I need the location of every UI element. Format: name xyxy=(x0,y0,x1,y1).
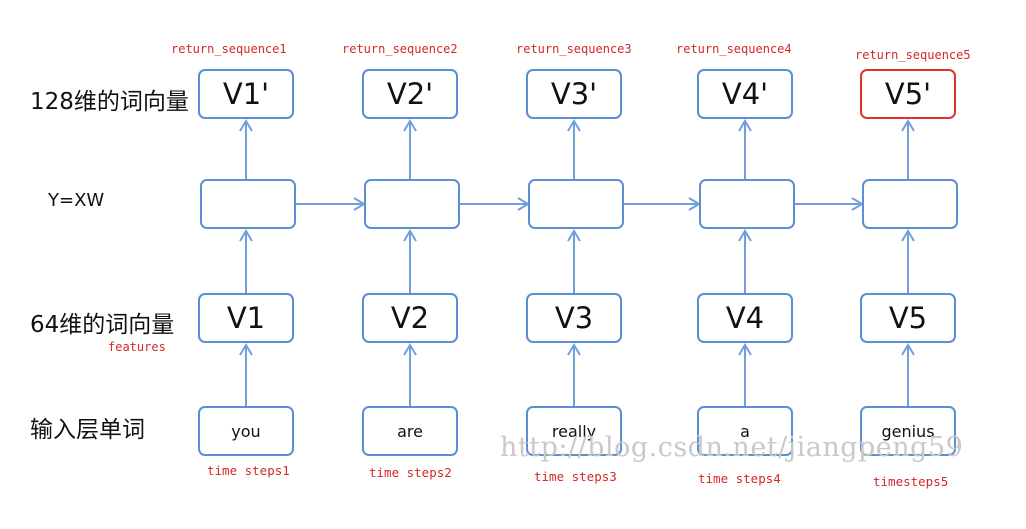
timestep-label: time steps4 xyxy=(698,471,781,486)
word-to-input-arrow-head xyxy=(239,343,253,356)
hidden-to-output-arrow-head xyxy=(403,119,417,132)
input-to-hidden-arrow-head xyxy=(403,229,417,242)
output-row-label: 128维的词向量 xyxy=(30,89,189,115)
input-vector-box: V1 xyxy=(198,293,294,343)
watermark-text: http://blog.csdn.net/jiangpeng59 xyxy=(500,432,964,463)
input-word-box: are xyxy=(362,406,458,456)
features-label: features xyxy=(108,340,166,354)
hidden-to-output-arrow-head xyxy=(567,119,581,132)
word-to-input-arrow-head xyxy=(403,343,417,356)
hidden-to-output-arrow-head xyxy=(901,119,915,132)
input-word-box: a xyxy=(697,406,793,456)
input-to-hidden-arrow-head xyxy=(901,229,915,242)
hidden-state-box xyxy=(528,179,624,229)
input-word-box: really xyxy=(526,406,622,456)
timestep-label: timesteps5 xyxy=(873,474,949,489)
hidden-state-box xyxy=(862,179,958,229)
input-to-hidden-arrow-head xyxy=(738,229,752,242)
input-vector-box: V5 xyxy=(860,293,956,343)
hidden-state-box xyxy=(699,179,795,229)
word-to-input-arrow-head xyxy=(901,343,915,356)
output-vector-box-highlighted: V5' xyxy=(860,69,956,119)
input-vector-box: V3 xyxy=(526,293,622,343)
output-vector-box: V4' xyxy=(697,69,793,119)
output-vector-box: V1' xyxy=(198,69,294,119)
timestep-label: time steps3 xyxy=(534,469,617,484)
output-vector-box: V2' xyxy=(362,69,458,119)
timestep-label: time steps1 xyxy=(207,463,290,478)
input-word-box: genius xyxy=(860,406,956,456)
word-to-input-arrow-head xyxy=(567,343,581,356)
input-vector-box: V2 xyxy=(362,293,458,343)
return-sequence-label: return_sequence3 xyxy=(516,42,632,56)
input-to-hidden-arrow-head xyxy=(567,229,581,242)
hidden-state-box xyxy=(364,179,460,229)
return-sequence-label: return_sequence4 xyxy=(676,42,792,56)
hidden-state-box xyxy=(200,179,296,229)
hidden-row-label: Y=XW xyxy=(48,190,105,211)
word-to-input-arrow-head xyxy=(738,343,752,356)
input-row-label: 64维的词向量 xyxy=(30,312,175,338)
input-to-hidden-arrow-head xyxy=(239,229,253,242)
return-sequence-label: return_sequence1 xyxy=(171,42,287,56)
output-vector-box: V3' xyxy=(526,69,622,119)
input-word-box: you xyxy=(198,406,294,456)
return-sequence-label: return_sequence5 xyxy=(855,48,971,62)
timestep-label: time steps2 xyxy=(369,465,452,480)
return-sequence-label: return_sequence2 xyxy=(342,42,458,56)
hidden-to-output-arrow-head xyxy=(738,119,752,132)
hidden-to-output-arrow-head xyxy=(239,119,253,132)
word-row-label: 输入层单词 xyxy=(30,417,145,443)
input-vector-box: V4 xyxy=(697,293,793,343)
